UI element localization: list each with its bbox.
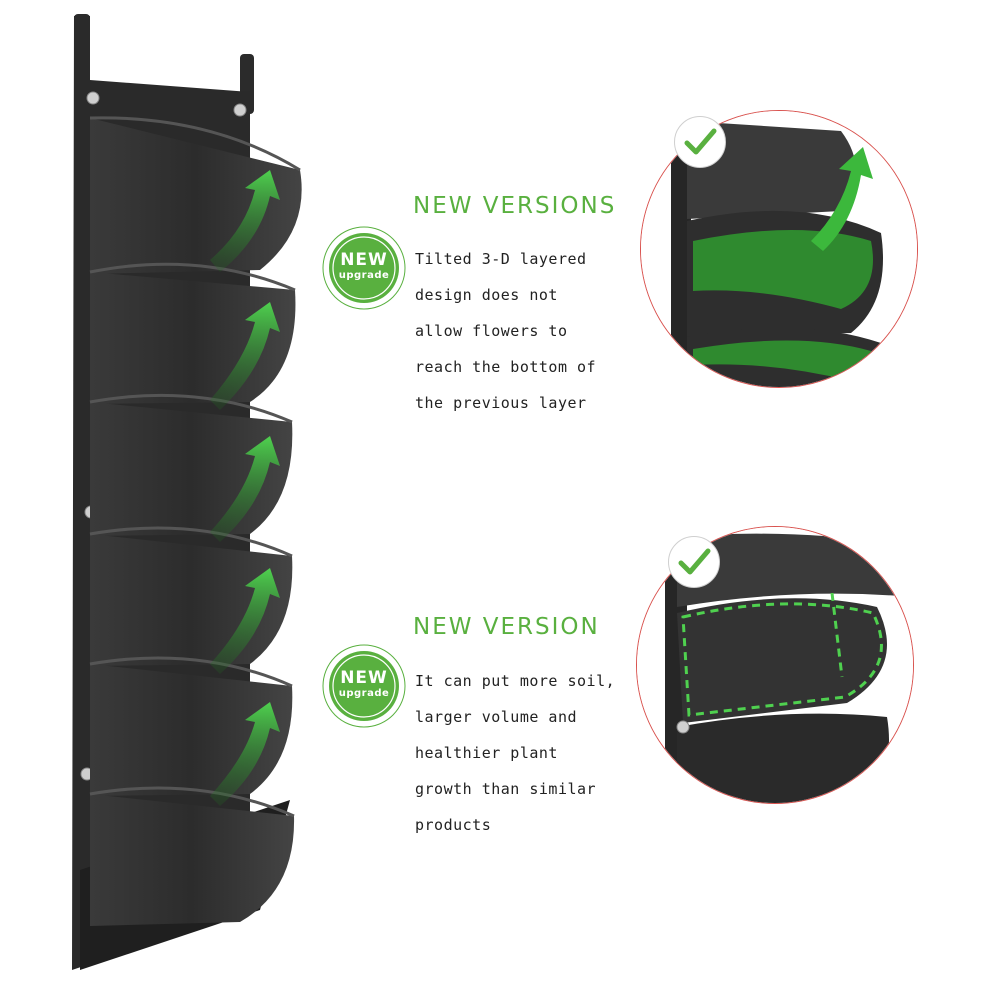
description-line: products: [415, 816, 492, 834]
pocket-6: [89, 786, 295, 926]
description-line: design does not: [415, 286, 558, 304]
section-heading: NEW VERSION: [413, 614, 600, 640]
description-line: growth than similar: [415, 780, 597, 798]
arrow-up-icon: [210, 170, 280, 272]
arrow-up-icon: [210, 302, 280, 410]
planter-illustration: [60, 10, 320, 980]
arrow-up-icon: [210, 702, 280, 806]
badge-main-label: NEW: [340, 668, 388, 688]
description-line: the previous layer: [415, 394, 587, 412]
grommet-icon: [86, 91, 100, 105]
new-upgrade-badge: NEW upgrade: [322, 226, 406, 310]
section-description: It can put more soil, larger volume and …: [415, 654, 615, 852]
planter-svg: [72, 14, 302, 970]
grommet-icon: [233, 103, 247, 117]
section-heading: NEW VERSIONS: [413, 193, 617, 219]
description-line: allow flowers to: [415, 322, 568, 340]
arrow-up-icon: [210, 568, 280, 674]
description-line: It can put more soil,: [415, 672, 616, 690]
new-upgrade-badge: NEW upgrade: [322, 644, 406, 728]
check-icon: [668, 536, 720, 588]
badge-sub-label: upgrade: [338, 688, 390, 699]
badge-main-label: NEW: [340, 250, 388, 270]
badge-sub-label: upgrade: [338, 270, 390, 281]
description-line: healthier plant: [415, 744, 558, 762]
description-line: reach the bottom of: [415, 358, 597, 376]
description-line: larger volume and: [415, 708, 578, 726]
section-description: Tilted 3-D layered design does not allow…: [415, 232, 596, 430]
description-line: Tilted 3-D layered: [415, 250, 587, 268]
grommet-icon: [676, 720, 690, 734]
arrow-up-icon: [210, 436, 280, 542]
zoom-detail-layered: [640, 110, 918, 388]
check-icon: [674, 116, 726, 168]
